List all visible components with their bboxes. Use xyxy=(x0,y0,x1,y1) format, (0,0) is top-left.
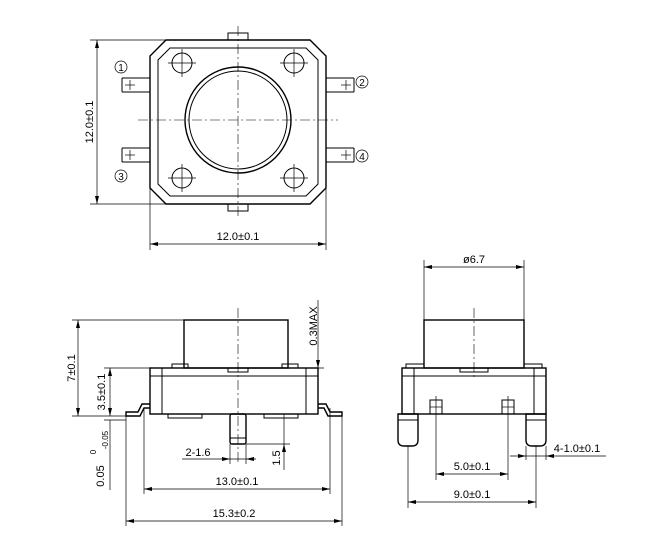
side-view: ø6.7 5.0±0.1 4-1.0±0.1 9.0±0.1 xyxy=(397,254,606,508)
pin-4-label: 4 xyxy=(359,152,365,163)
total-height-dimension: 7±0.1 xyxy=(66,354,78,381)
pin-spacing-dimension: 5.0±0.1 xyxy=(454,461,491,473)
overall-width-dimension: 15.3±0.2 xyxy=(213,508,256,520)
post-height-dimension: 1.5 xyxy=(271,450,283,465)
body-height-dimension: 3.5±0.1 xyxy=(96,374,108,411)
pin-1-label: 1 xyxy=(118,63,124,74)
plunger-diameter-dimension: ø6.7 xyxy=(463,254,485,266)
standoff-tolerance-upper: 0 xyxy=(89,449,98,454)
standoff-tolerance-lower: -0.05 xyxy=(101,430,110,449)
pin-3-label: 3 xyxy=(118,172,124,183)
pin-width-dimension: 4-1.0±0.1 xyxy=(554,443,600,455)
top-height-dimension: 12.0±0.1 xyxy=(84,101,96,144)
standoff-dimension: 0.05 xyxy=(95,465,107,486)
plunger-clearance-dimension: 0.3MAX xyxy=(308,306,320,346)
body-width-dimension: 13.0±0.1 xyxy=(216,476,259,488)
lead-span-dimension: 9.0±0.1 xyxy=(454,489,491,501)
top-width-dimension: 12.0±0.1 xyxy=(217,231,260,243)
front-view: 7±0.1 3.5±0.1 0.05 0 -0.05 0.3MAX 2-1.6 … xyxy=(66,300,343,526)
post-diameter-dimension: 2-1.6 xyxy=(185,447,210,459)
top-view: 1 2 3 4 12.0±0.1 12.0±0.1 xyxy=(84,26,369,250)
pin-2-label: 2 xyxy=(359,78,365,89)
